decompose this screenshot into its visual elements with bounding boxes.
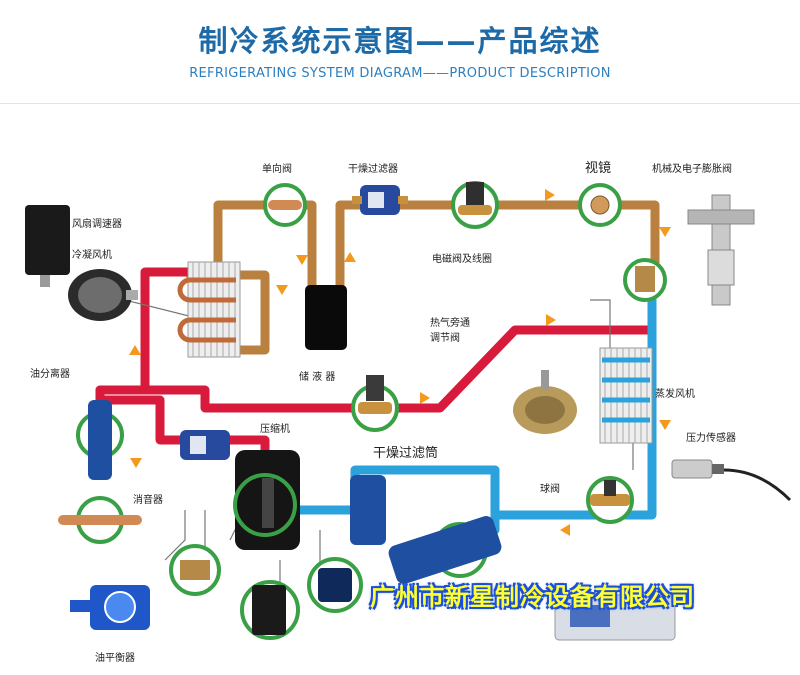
pressure-sensor-label: 压力传感器 <box>686 431 736 444</box>
evaporator-coil <box>599 347 653 444</box>
hot-gas-bypass-label: 热气旁通 <box>430 316 470 329</box>
fan-speed-controller-icon <box>25 205 70 287</box>
hot-gas-bypass-line <box>140 325 657 413</box>
solenoid-valve-icon[interactable] <box>451 181 499 229</box>
display-controller-icon <box>554 594 676 641</box>
check-valve-icon[interactable] <box>263 183 307 227</box>
fan-speed-label: 风扇调速器 <box>72 217 122 230</box>
controller-module-icon <box>240 580 300 640</box>
dryer-filter-icon[interactable] <box>352 185 408 215</box>
oil-separator-label: 油分离器 <box>30 367 70 380</box>
muffler-icon[interactable] <box>58 496 142 544</box>
accumulator-icon[interactable] <box>387 514 504 586</box>
evaporator-fan-motor-icon <box>513 370 577 434</box>
header-divider <box>0 103 800 104</box>
flow-arrows <box>129 189 671 536</box>
check-valve-label: 单向阀 <box>262 162 292 175</box>
compressor-label: 压缩机 <box>260 422 290 435</box>
evaporator-fan-label: 蒸发风机 <box>655 387 695 400</box>
hot-gas-bypass-label-2: 调节阀 <box>430 331 460 344</box>
compressor-icon[interactable] <box>233 450 300 550</box>
filter-cartridge-label: 干燥过滤筒 <box>373 445 438 461</box>
condenser-coil <box>177 261 241 358</box>
sight-glass-label: 视镜 <box>585 161 611 176</box>
oil-balancer-icon <box>70 585 150 630</box>
hot-gas-bypass-valve-icon[interactable] <box>351 375 399 432</box>
oil-separator-icon[interactable] <box>76 400 124 480</box>
oil-balancer-label: 油平衡器 <box>95 651 135 664</box>
company-watermark: 广州市新星制冷设备有限公司 <box>370 583 695 611</box>
ball-valve-icon[interactable] <box>586 476 634 524</box>
condenser-fan-label: 冷凝风机 <box>72 248 112 261</box>
sight-glass-icon[interactable] <box>578 183 622 227</box>
page-title: 制冷系统示意图——产品综述 <box>198 24 602 58</box>
receiver-label: 储 液 器 <box>299 370 335 383</box>
page-subtitle: REFRIGERATING SYSTEM DIAGRAM——PRODUCT DE… <box>189 66 611 81</box>
expansion-valve-icon[interactable] <box>623 258 667 302</box>
receiver-tank <box>305 285 347 350</box>
expansion-valve-label: 机械及电子膨胀阀 <box>652 162 732 175</box>
pressure-controller-icon <box>307 557 363 613</box>
dryer-filter-label: 干燥过滤器 <box>348 162 398 175</box>
condenser-fan-motor-icon <box>68 269 138 321</box>
compressor-filter-icon[interactable] <box>180 430 230 460</box>
expansion-valve-product <box>687 194 755 306</box>
oil-level-switch-icon <box>169 544 221 596</box>
muffler-label: 消音器 <box>133 493 163 506</box>
filter-cartridge-icon[interactable] <box>350 475 386 545</box>
ball-valve-label: 球阀 <box>540 482 560 495</box>
pressure-sensor-icon <box>671 459 792 502</box>
solenoid-valve-label: 电磁阀及线圈 <box>432 252 492 265</box>
